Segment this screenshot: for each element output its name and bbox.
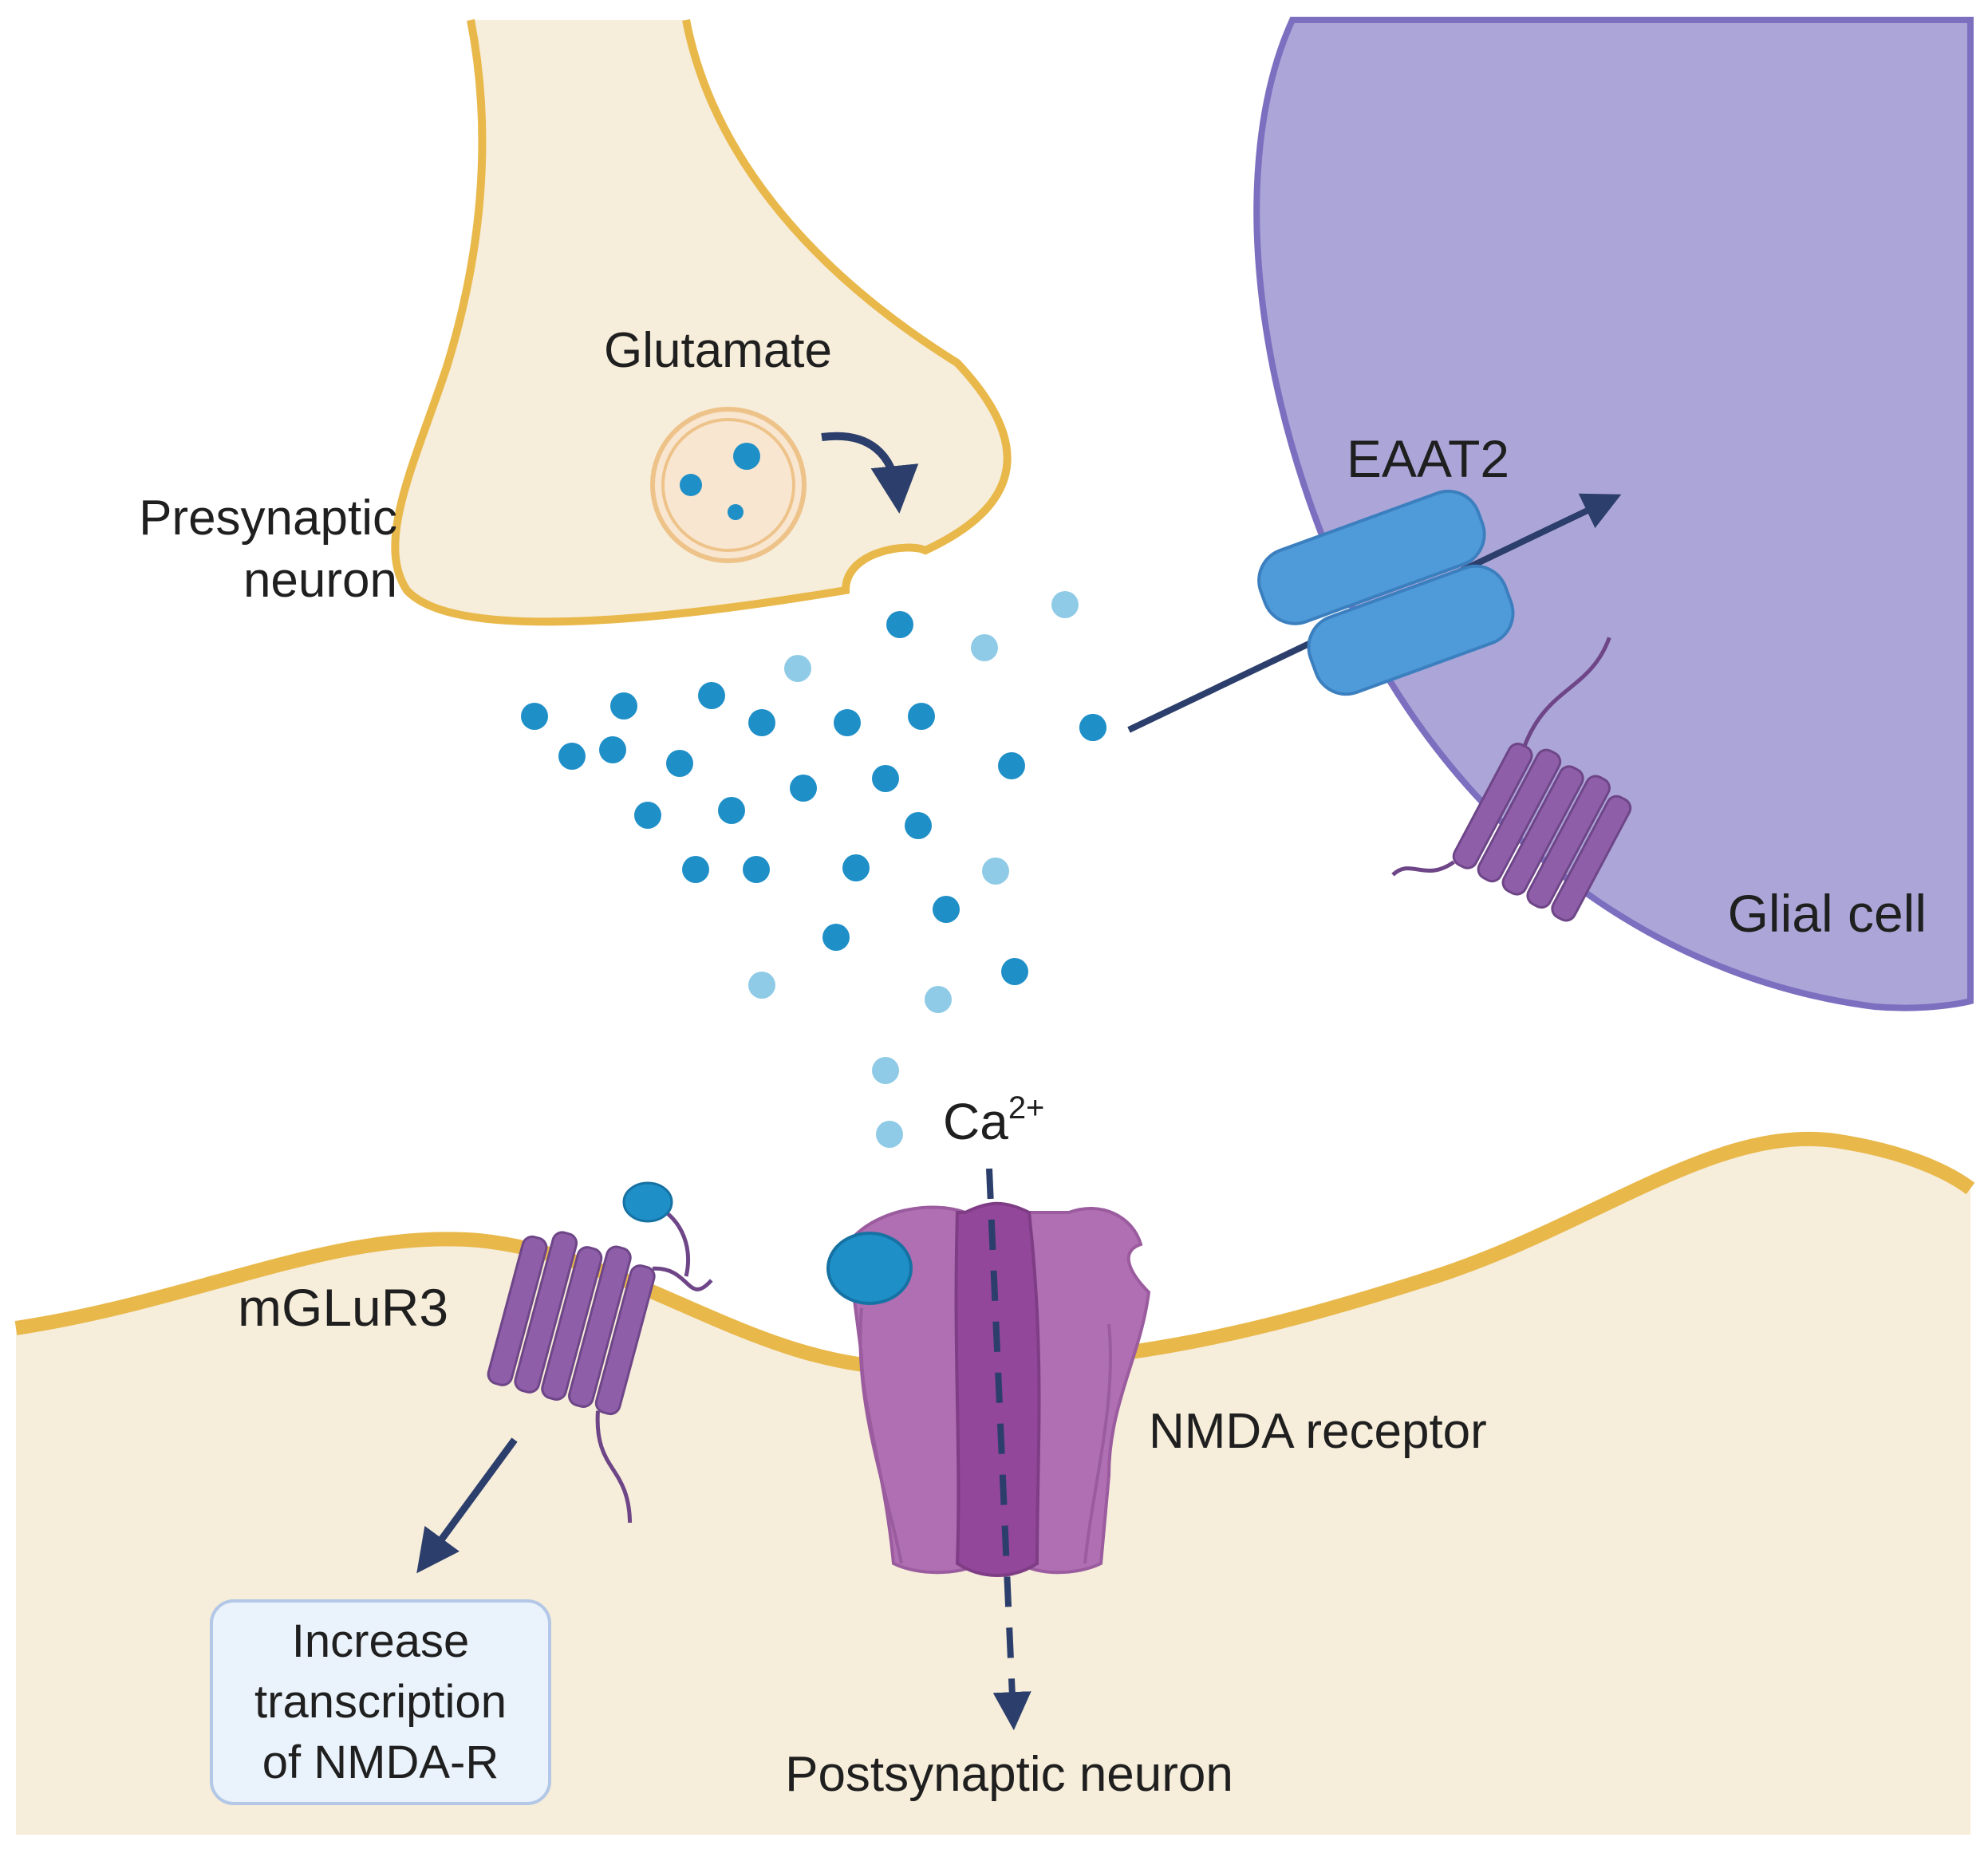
glutamate-molecule	[682, 856, 709, 883]
glutamate-molecule	[748, 709, 775, 736]
glutamate-molecule	[842, 854, 870, 881]
glutamate-molecule	[905, 812, 932, 839]
glutamate-molecule	[834, 709, 861, 736]
label-glutamate: Glutamate	[604, 323, 832, 378]
glutamate-molecule	[666, 750, 693, 777]
glutamate-molecule	[998, 752, 1025, 779]
glutamate-cloud	[521, 591, 1106, 1148]
glutamate-molecule	[680, 474, 702, 496]
label-mglur3: mGLuR3	[238, 1278, 448, 1337]
glutamate-molecule	[698, 682, 725, 709]
mglur3-signal-arrow	[416, 1437, 518, 1574]
glutamate-molecule	[784, 655, 811, 682]
glutamate-molecule	[610, 692, 637, 720]
mglur3-receptor	[487, 1231, 713, 1523]
vesicle	[650, 407, 807, 563]
glutamate-molecule	[876, 1121, 903, 1148]
glutamate-molecule	[908, 703, 935, 730]
release-arrow	[821, 432, 919, 514]
label-eaat2: EAAT2	[1347, 429, 1509, 488]
presynaptic-neuron	[391, 19, 1012, 626]
glutamate-molecule	[933, 896, 960, 923]
glial-receptor	[1391, 637, 1632, 922]
glutamate-molecule	[822, 924, 850, 951]
label-nmda-receptor: NMDA receptor	[1149, 1404, 1487, 1459]
eaat2-transporter	[1257, 489, 1515, 696]
label-presynaptic-1: Presynaptic	[139, 491, 397, 546]
label-postsynaptic-neuron: Postsynaptic neuron	[785, 1747, 1233, 1802]
transcription-box-line3: of NMDA-R	[262, 1737, 499, 1788]
glial-cell	[1253, 17, 1974, 1011]
glutamate-molecule	[872, 765, 899, 792]
glutamate-molecule	[728, 504, 744, 520]
label-presynaptic-2: neuron	[243, 553, 397, 608]
label-calcium: Ca2+	[943, 1090, 1044, 1150]
glutamate-molecule	[1001, 958, 1028, 985]
glutamate-molecule	[718, 797, 745, 824]
glutamate-molecule	[925, 986, 952, 1013]
glutamate-molecule	[634, 802, 661, 829]
glutamate-molecule	[790, 775, 817, 802]
glutamate-molecule	[886, 611, 913, 638]
glutamate-molecule	[1051, 591, 1079, 618]
glutamate-molecule	[599, 736, 626, 763]
glutamate-molecule	[521, 703, 548, 730]
transcription-box-line1: Increase	[291, 1615, 470, 1667]
glutamate-molecule	[982, 858, 1009, 885]
label-glial-cell: Glial cell	[1728, 884, 1927, 943]
glutamate-molecule	[826, 1232, 913, 1305]
glutamate-molecule	[748, 972, 775, 999]
label-calcium-charge: 2+	[1008, 1090, 1045, 1126]
glutamate-molecule	[733, 443, 760, 470]
calcium-influx-arrow	[986, 1168, 1031, 1731]
transcription-box-line2: transcription	[254, 1676, 507, 1728]
glutamate-molecule	[1079, 714, 1106, 741]
glutamate-molecule	[872, 1057, 899, 1084]
glutamate-molecule	[743, 856, 770, 883]
glutamate-molecule	[971, 634, 998, 661]
glutamate-molecule	[558, 743, 586, 770]
glutamate-molecule	[622, 1181, 673, 1223]
transcription-box: Increase transcription of NMDA-R	[210, 1599, 551, 1805]
